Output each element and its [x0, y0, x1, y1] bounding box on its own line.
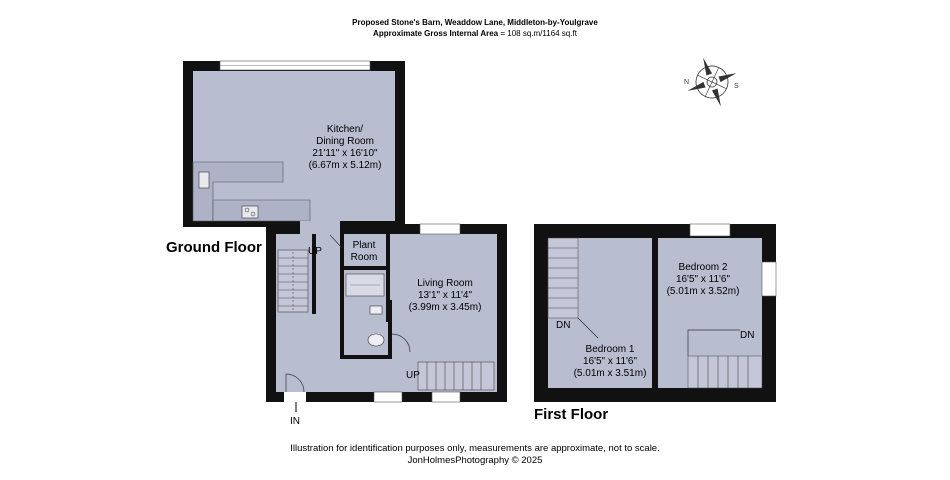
toilet-icon [367, 333, 385, 347]
shower-room-wall-right [388, 300, 392, 358]
disclaimer-text: Illustration for identification purposes… [290, 443, 660, 454]
front-window-2 [431, 391, 461, 403]
front-window-1 [373, 391, 403, 403]
ground-floor-label: Ground Floor [166, 239, 262, 256]
up-label-hall: UP [308, 246, 322, 257]
area-summary: Approximate Gross Internal Area = 108 sq… [0, 29, 950, 39]
ground-floor-plan [183, 60, 507, 412]
dn-label-bedroom2: DN [740, 330, 755, 341]
bedroom2-window-side [761, 261, 777, 297]
plant-room-wall-left [340, 234, 344, 358]
first-floor-label: First Floor [534, 406, 609, 423]
first-floor-stair [687, 355, 763, 389]
bedroom2-label: Bedroom 2 16'5" x 11'6" (5.01m x 3.52m) [666, 262, 740, 297]
credit-text: JonHolmesPhotography © 2025 [407, 455, 543, 466]
hob-icon [241, 205, 259, 219]
sink-icon [198, 171, 210, 189]
shower-room-wall-bottom [340, 355, 392, 359]
entrance-door-swing [285, 373, 305, 393]
kitchen-counter [192, 161, 284, 222]
living-room-wall-left [386, 234, 390, 322]
bedroom2-window-top [689, 223, 731, 237]
kitchen-label: Kitchen/ Dining Room 21'11" x 16'10" (6.… [308, 124, 382, 171]
up-label-lower-stair: UP [406, 370, 420, 381]
area-label: Approximate Gross Internal Area [373, 29, 499, 38]
living-room-label: Living Room 13'1" x 11'4" (3.99m x 3.45m… [408, 278, 482, 313]
plan-title: Proposed Stone's Barn, Weaddow Lane, Mid… [352, 18, 598, 27]
area-value: = 108 sq.m/1164 sq.ft [500, 29, 577, 38]
compass-s-label: S [734, 83, 739, 90]
ground-staircase-lower [417, 361, 495, 391]
first-floor-plan [534, 223, 777, 402]
plant-room-wall-bottom [340, 266, 390, 270]
compass-rose [687, 57, 737, 107]
kitchen-floor [193, 71, 395, 221]
plant-room-label: Plant Room [350, 240, 378, 263]
living-room-window-top [419, 223, 461, 235]
ground-staircase [277, 249, 309, 313]
dn-label-bedroom1: DN [556, 320, 571, 331]
entrance-door-opening [284, 392, 306, 402]
bedroom1-label: Bedroom 1 16'5" x 11'6" (5.01m x 3.51m) [573, 344, 647, 379]
hall-stair-wall [312, 234, 316, 314]
compass-n-label: N [684, 79, 689, 86]
entrance-label: IN [290, 416, 300, 427]
